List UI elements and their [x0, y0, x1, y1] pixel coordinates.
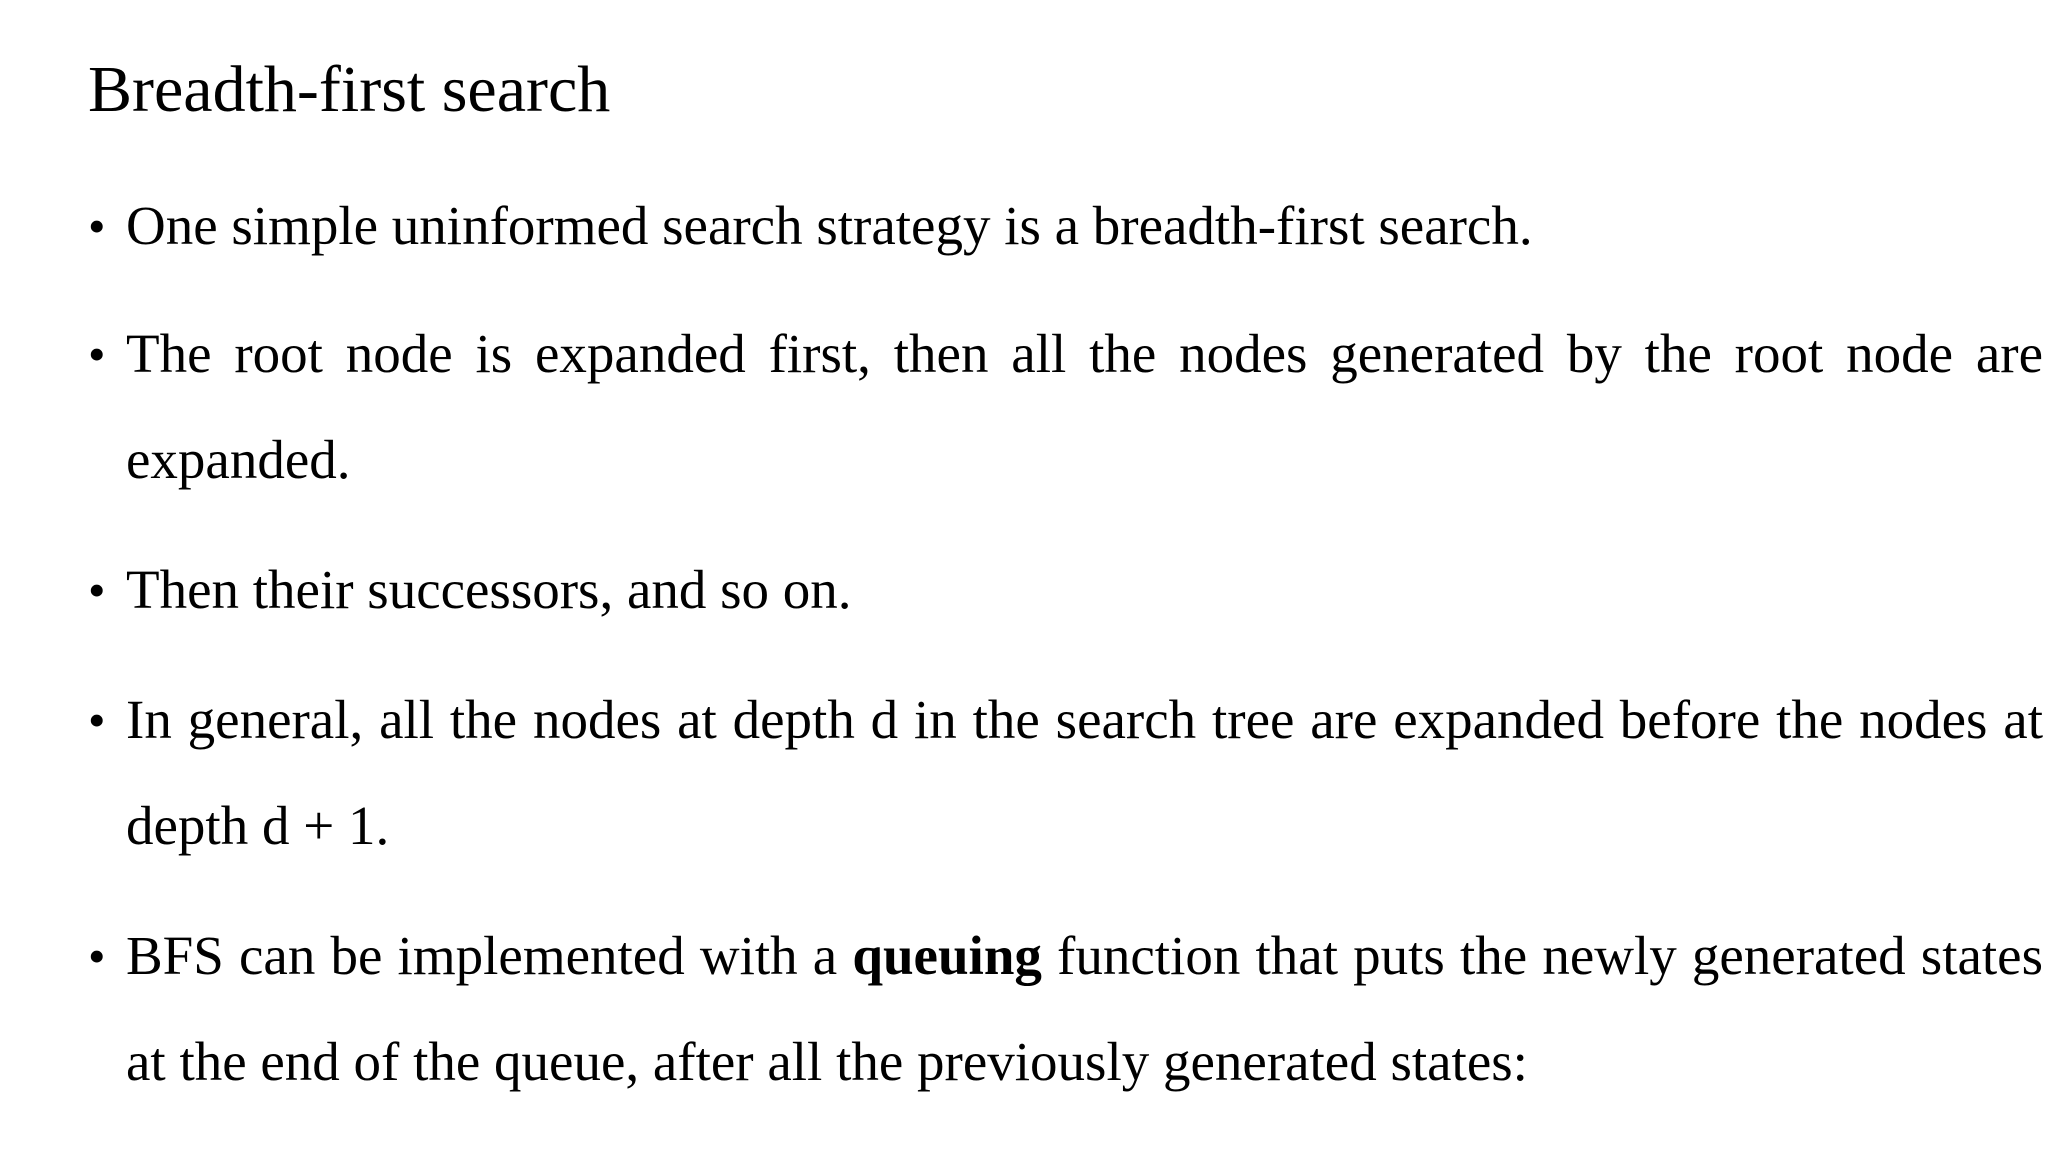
bullet-icon: • — [88, 198, 106, 254]
slide-title: Breadth-first search — [88, 53, 611, 126]
bullet-icon: • — [88, 692, 106, 748]
bullet-text-start: BFS can be implemented with a — [126, 925, 853, 986]
bullet-text: One simple uninformed search strategy is… — [126, 195, 1533, 256]
bullet-text: BFS can be implemented with a queuing fu… — [126, 903, 2043, 1115]
bullet-text: Then their successors, and so on. — [126, 559, 852, 620]
bullet-icon: • — [88, 562, 106, 618]
bullet-icon: • — [88, 326, 106, 382]
bullet-text: In general, all the nodes at depth d in … — [126, 689, 2043, 856]
bullet-text-end: function that puts the newly generated s… — [126, 925, 2043, 1092]
bullet-text: The root node is expanded first, then al… — [126, 323, 2043, 490]
bullet-icon: • — [88, 928, 106, 984]
emphasis-term: queuing — [852, 925, 1042, 986]
